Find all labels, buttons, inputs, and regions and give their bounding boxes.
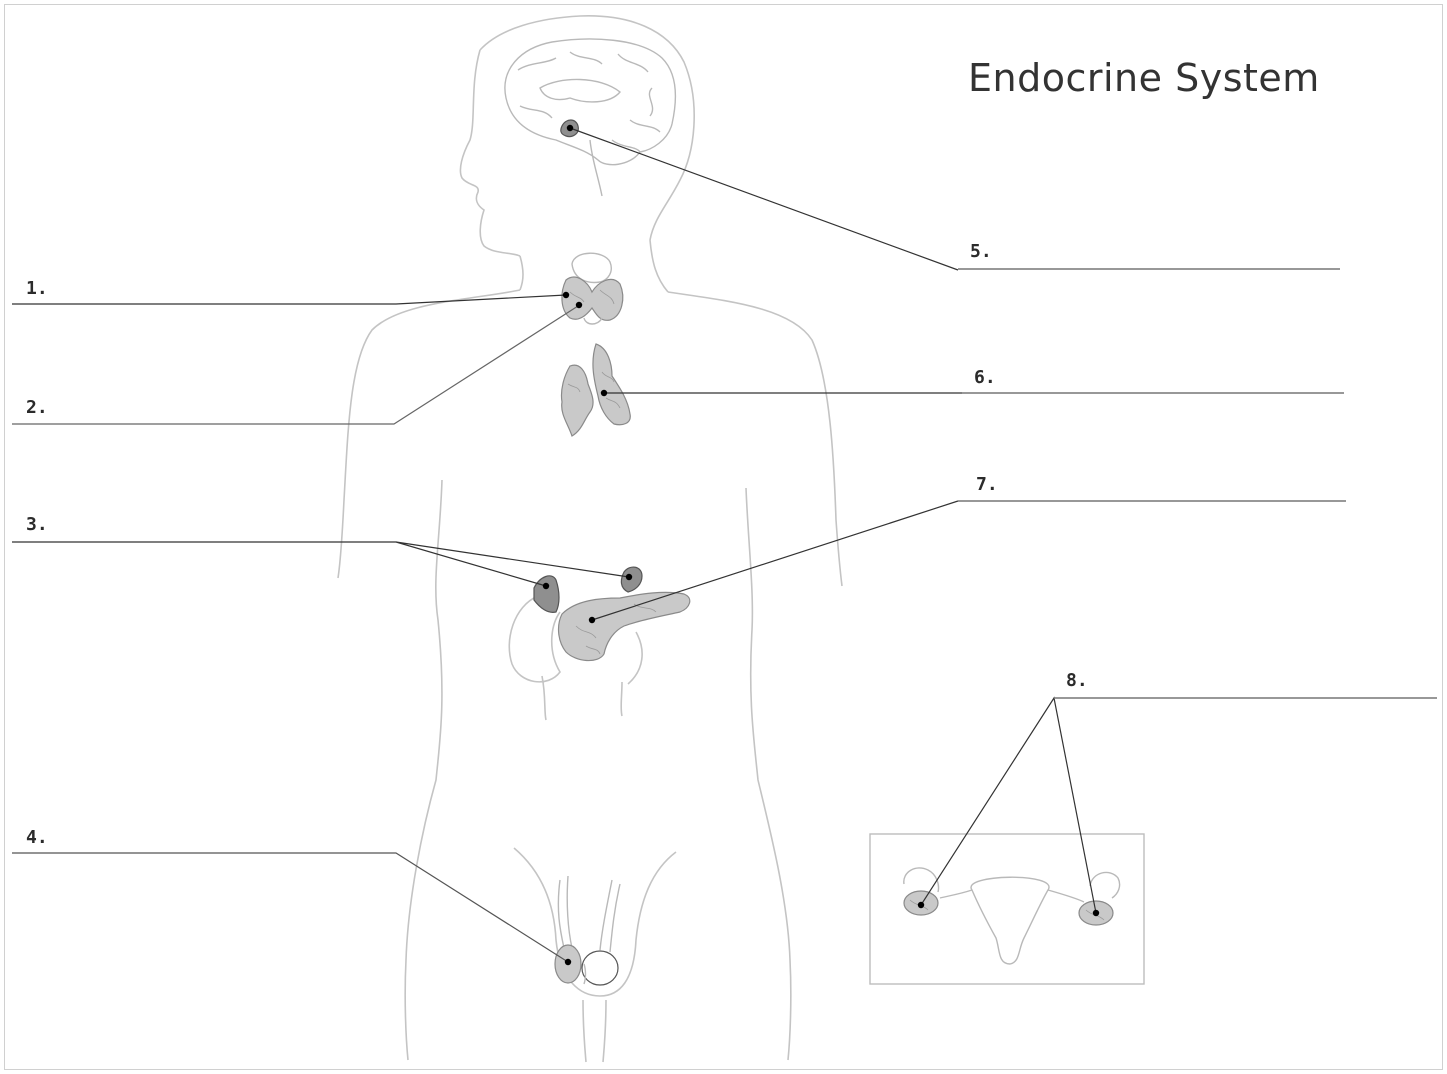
dot-8b [1093, 910, 1099, 916]
leader-4 [12, 853, 568, 962]
thymus-gland [561, 344, 630, 436]
testes [555, 876, 620, 985]
label-3: 3. [26, 514, 48, 535]
label-1: 1. [26, 278, 48, 299]
leader-3 [12, 542, 629, 586]
ovary-inset [870, 834, 1144, 984]
thyroid-gland [562, 277, 623, 324]
page-title: Endocrine System [968, 56, 1320, 100]
leader-7 [592, 501, 958, 620]
dot-6 [601, 390, 607, 396]
dot-7 [589, 617, 595, 623]
dot-2 [576, 302, 582, 308]
label-6: 6. [974, 367, 996, 388]
label-7: 7. [976, 474, 998, 495]
label-5: 5. [970, 241, 992, 262]
dot-3b [626, 574, 632, 580]
leader-2 [12, 306, 578, 424]
dot-4 [565, 959, 571, 965]
dot-1 [563, 292, 569, 298]
label-2: 2. [26, 397, 48, 418]
body-outline [338, 16, 842, 1062]
pancreas [559, 592, 690, 660]
brain [505, 39, 675, 196]
answer-lines [958, 269, 1437, 698]
dot-5 [567, 125, 573, 131]
label-4: 4. [26, 827, 48, 848]
dot-8a [918, 902, 924, 908]
label-8: 8. [1066, 670, 1088, 691]
leader-5 [570, 128, 958, 270]
dot-3a [543, 583, 549, 589]
